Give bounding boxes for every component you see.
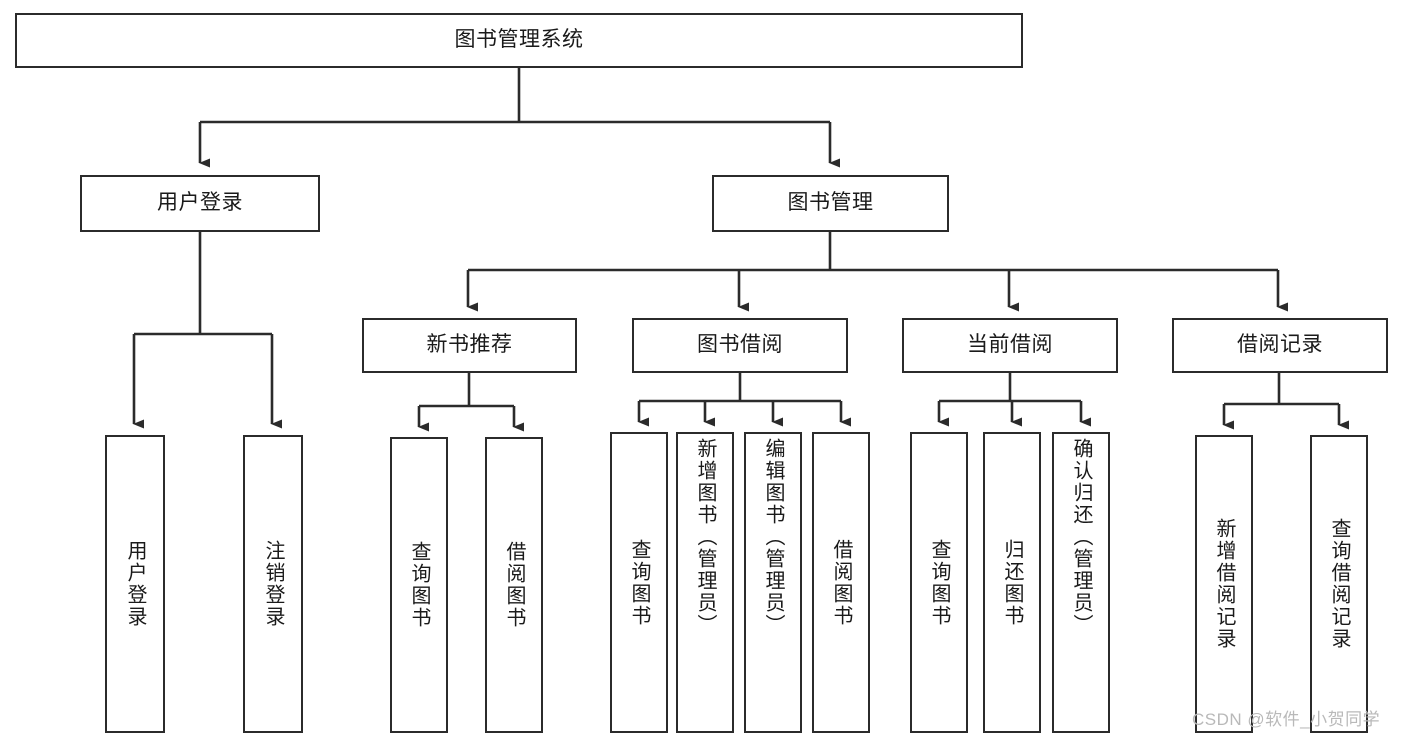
node-label: 注销登录 [262, 540, 284, 628]
node-label: 当前借阅 [967, 333, 1053, 357]
node-leaf-query-books-borrow[interactable]: 查询图书 [610, 432, 668, 733]
node-label: 查询图书 [928, 538, 950, 627]
node-label: 查询图书 [628, 538, 650, 627]
node-new-book-recommend[interactable]: 新书推荐 [362, 318, 577, 373]
node-label: 借阅图书 [503, 541, 525, 629]
node-label: 新增借阅记录 [1213, 518, 1235, 650]
node-label: 图书管理系统 [454, 28, 584, 52]
node-label: 用户登录 [124, 540, 146, 628]
node-leaf-add-borrow-record[interactable]: 新增借阅记录 [1195, 435, 1253, 733]
node-borrow-record[interactable]: 借阅记录 [1172, 318, 1388, 373]
node-leaf-user-login[interactable]: 用户登录 [105, 435, 165, 733]
node-book-borrow[interactable]: 图书借阅 [632, 318, 848, 373]
node-leaf-borrow-books-new[interactable]: 借阅图书 [485, 437, 543, 733]
node-book-management[interactable]: 图书管理 [712, 175, 949, 232]
node-leaf-edit-book-admin[interactable]: 编辑图书（管理员） [744, 432, 802, 733]
node-leaf-query-books-new[interactable]: 查询图书 [390, 437, 448, 733]
node-leaf-confirm-return-admin[interactable]: 确认归还（管理员） [1052, 432, 1110, 733]
node-label: 用户登录 [157, 191, 243, 215]
node-label: 查询图书 [408, 541, 430, 629]
node-label: 借阅图书 [830, 538, 852, 627]
node-label: 图书借阅 [697, 333, 783, 357]
node-label: 借阅记录 [1237, 333, 1323, 357]
node-current-borrow[interactable]: 当前借阅 [902, 318, 1118, 373]
node-label: 编辑图书（管理员） [762, 438, 784, 636]
node-label: 查询借阅记录 [1328, 518, 1350, 650]
node-leaf-query-books-current[interactable]: 查询图书 [910, 432, 968, 733]
node-user-login[interactable]: 用户登录 [80, 175, 320, 232]
node-leaf-query-borrow-record[interactable]: 查询借阅记录 [1310, 435, 1368, 733]
node-label: 归还图书 [1001, 538, 1023, 627]
node-label: 新增图书（管理员） [694, 438, 716, 636]
node-book-management-system[interactable]: 图书管理系统 [15, 13, 1023, 68]
node-leaf-add-book-admin[interactable]: 新增图书（管理员） [676, 432, 734, 733]
node-leaf-borrow-book[interactable]: 借阅图书 [812, 432, 870, 733]
node-leaf-return-book[interactable]: 归还图书 [983, 432, 1041, 733]
node-label: 图书管理 [787, 191, 874, 215]
node-label: 确认归还（管理员） [1070, 438, 1092, 636]
node-leaf-logout-login[interactable]: 注销登录 [243, 435, 303, 733]
node-label: 新书推荐 [426, 333, 513, 357]
